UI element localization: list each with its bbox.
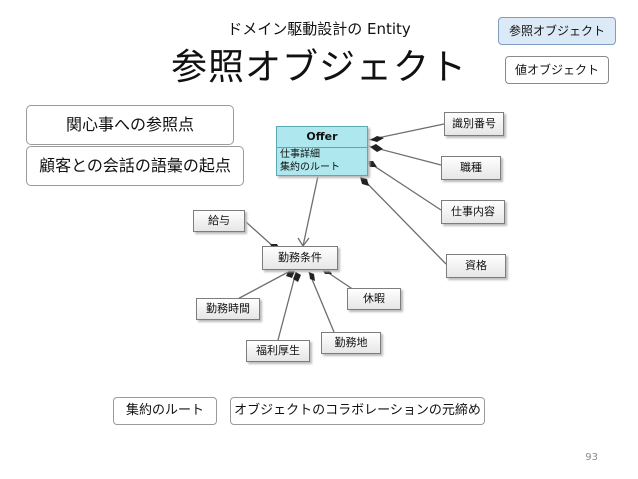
aggregate-root-note: 集約のルート (113, 397, 217, 425)
page-number: 93 (585, 452, 598, 463)
diamond-welfare (293, 272, 301, 282)
link-offer-job-content (364, 159, 442, 211)
diamond-location (309, 272, 315, 281)
diamond-qualification (360, 177, 369, 186)
holidays-box: 休暇 (347, 288, 401, 310)
diamond-job-type (370, 144, 383, 152)
work-location-box: 勤務地 (321, 332, 381, 354)
diamond-work-hours (286, 270, 295, 278)
link-conditions-location (308, 271, 335, 333)
conversation-anchor-note: 顧客との会話の語彙の起点 (26, 146, 244, 186)
link-offer-qualification (359, 175, 447, 265)
value-object-tag: 値オブジェクト (505, 56, 609, 84)
diamond-id-number (370, 136, 384, 142)
id-number-box: 識別番号 (444, 112, 504, 136)
link-conditions-salary (245, 221, 276, 249)
slide-title: 参照オブジェクト (170, 47, 467, 88)
offer-entity-title: Offer (277, 127, 367, 148)
work-hours-box: 勤務時間 (196, 298, 260, 320)
slide-subtitle: ドメイン駆動設計の Entity (227, 20, 411, 38)
point-of-reference-note: 関心事への参照点 (26, 105, 234, 145)
qualification-box: 資格 (446, 254, 506, 278)
offer-entity-box: Offer 仕事詳細 集約のルート (276, 126, 368, 176)
link-conditions-welfare (277, 271, 297, 341)
reference-object-tag: 参照オブジェクト (498, 17, 616, 45)
salary-box: 給与 (193, 210, 245, 232)
job-type-box: 職種 (441, 156, 501, 180)
work-conditions-box: 勤務条件 (262, 246, 338, 270)
offer-entity-line1: 仕事詳細 (280, 149, 320, 160)
link-offer-work-conditions (302, 175, 319, 247)
offer-entity-line2: 集約のルート (280, 162, 340, 173)
job-content-box: 仕事内容 (441, 200, 505, 224)
diamond-job-content (366, 161, 377, 167)
collaboration-origin-note: オブジェクトのコラボレーションの元締め (230, 397, 485, 425)
welfare-box: 福利厚生 (246, 340, 310, 362)
link-conditions-work-hours (231, 269, 293, 303)
